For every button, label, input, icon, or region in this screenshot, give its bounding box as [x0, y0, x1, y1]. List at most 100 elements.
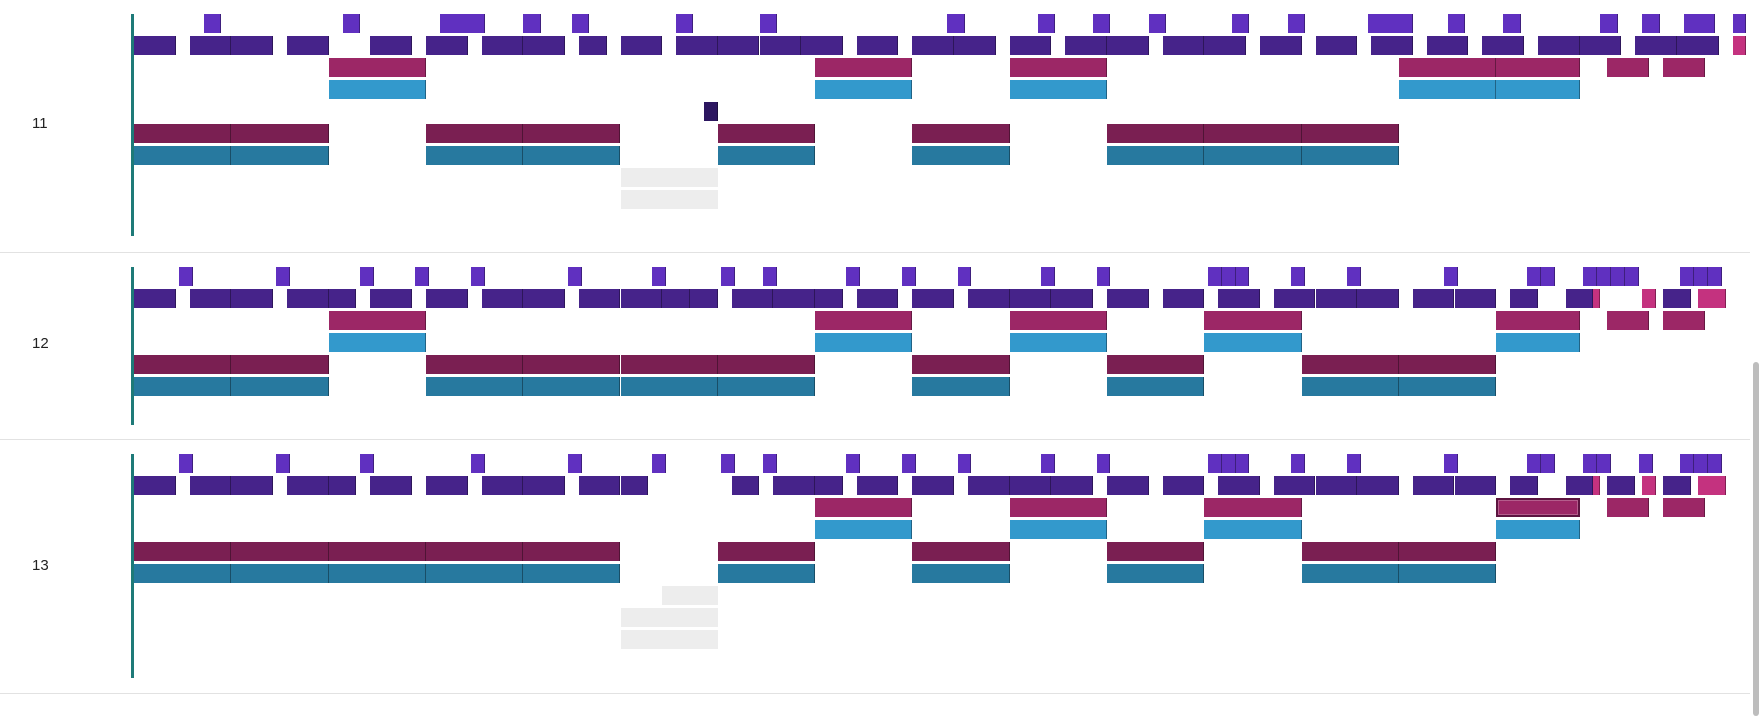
note-block[interactable]: [523, 14, 541, 33]
note-block[interactable]: [762, 454, 777, 473]
note-block[interactable]: [1051, 289, 1094, 308]
note-block[interactable]: [1301, 355, 1399, 374]
note-block[interactable]: [1273, 289, 1316, 308]
note-block[interactable]: [1496, 58, 1580, 77]
note-block[interactable]: [620, 36, 663, 55]
note-block[interactable]: [1051, 476, 1094, 495]
note-block[interactable]: [1510, 476, 1538, 495]
note-block[interactable]: [968, 476, 1010, 495]
note-block[interactable]: [1107, 289, 1149, 308]
note-block[interactable]: [1454, 289, 1497, 308]
note-block[interactable]: [901, 454, 916, 473]
note-block[interactable]: [912, 355, 1010, 374]
note-block[interactable]: [1107, 124, 1205, 143]
note-block[interactable]: [523, 377, 621, 396]
note-block[interactable]: [1221, 454, 1236, 473]
note-block[interactable]: [1204, 498, 1302, 517]
note-block[interactable]: [1447, 14, 1465, 33]
note-block[interactable]: [1221, 267, 1236, 286]
note-block[interactable]: [1398, 80, 1497, 99]
note-block[interactable]: [1642, 476, 1657, 495]
note-block[interactable]: [189, 289, 232, 308]
note-block[interactable]: [523, 564, 621, 583]
rest-block[interactable]: [662, 586, 718, 605]
note-block[interactable]: [1148, 14, 1167, 33]
note-block[interactable]: [1708, 267, 1723, 286]
note-block[interactable]: [1663, 498, 1705, 517]
note-block[interactable]: [471, 454, 485, 473]
note-block[interactable]: [1426, 36, 1469, 55]
note-block[interactable]: [1398, 377, 1497, 396]
note-block[interactable]: [231, 564, 329, 583]
note-block[interactable]: [1037, 14, 1055, 33]
note-block[interactable]: [231, 542, 329, 561]
note-block[interactable]: [1607, 311, 1650, 330]
note-block[interactable]: [1697, 476, 1726, 495]
note-block[interactable]: [1207, 267, 1222, 286]
note-block[interactable]: [1107, 564, 1205, 583]
note-block[interactable]: [1009, 289, 1052, 308]
note-block[interactable]: [1607, 476, 1636, 495]
note-block[interactable]: [467, 14, 485, 33]
note-block[interactable]: [1162, 289, 1205, 308]
note-block[interactable]: [1107, 36, 1149, 55]
note-block[interactable]: [815, 80, 913, 99]
note-block[interactable]: [1395, 14, 1413, 33]
note-block[interactable]: [328, 476, 357, 495]
note-block[interactable]: [286, 36, 329, 55]
note-block[interactable]: [1496, 498, 1580, 517]
note-block[interactable]: [481, 289, 524, 308]
note-block[interactable]: [676, 14, 694, 33]
note-block[interactable]: [231, 355, 329, 374]
note-block[interactable]: [203, 14, 221, 33]
note-block[interactable]: [1398, 564, 1497, 583]
note-block[interactable]: [189, 36, 232, 55]
note-block[interactable]: [912, 36, 955, 55]
note-block[interactable]: [815, 476, 843, 495]
note-block[interactable]: [1676, 36, 1719, 55]
note-block[interactable]: [523, 289, 565, 308]
note-block[interactable]: [1663, 476, 1691, 495]
note-block[interactable]: [1527, 267, 1542, 286]
note-block[interactable]: [1040, 454, 1055, 473]
note-block[interactable]: [1697, 14, 1716, 33]
note-block[interactable]: [1291, 454, 1306, 473]
note-block[interactable]: [1204, 124, 1302, 143]
note-block[interactable]: [1579, 36, 1622, 55]
note-block[interactable]: [846, 267, 861, 286]
note-block[interactable]: [1496, 311, 1580, 330]
note-block[interactable]: [328, 289, 357, 308]
note-block[interactable]: [717, 36, 760, 55]
note-block[interactable]: [912, 289, 955, 308]
note-block[interactable]: [717, 542, 816, 561]
note-block[interactable]: [1235, 454, 1250, 473]
note-block[interactable]: [1301, 124, 1399, 143]
note-block[interactable]: [328, 333, 426, 352]
note-block[interactable]: [425, 124, 524, 143]
note-block[interactable]: [1315, 289, 1358, 308]
note-block[interactable]: [425, 146, 524, 165]
note-block[interactable]: [523, 124, 621, 143]
note-block[interactable]: [1583, 267, 1597, 286]
note-block[interactable]: [1346, 267, 1361, 286]
note-block[interactable]: [179, 454, 194, 473]
note-block[interactable]: [425, 377, 524, 396]
note-block[interactable]: [1009, 476, 1052, 495]
note-block[interactable]: [415, 267, 430, 286]
note-block[interactable]: [1398, 355, 1497, 374]
note-block[interactable]: [1600, 14, 1618, 33]
note-block[interactable]: [1009, 58, 1107, 77]
note-block[interactable]: [523, 36, 565, 55]
note-block[interactable]: [773, 289, 816, 308]
note-block[interactable]: [1583, 454, 1597, 473]
note-block[interactable]: [968, 289, 1010, 308]
note-block[interactable]: [1541, 267, 1556, 286]
note-block[interactable]: [1107, 377, 1205, 396]
note-block[interactable]: [1398, 58, 1497, 77]
note-block[interactable]: [731, 476, 760, 495]
note-block[interactable]: [717, 355, 816, 374]
note-block[interactable]: [1708, 454, 1723, 473]
note-block[interactable]: [286, 476, 329, 495]
note-block[interactable]: [1346, 454, 1361, 473]
note-block[interactable]: [912, 377, 1010, 396]
